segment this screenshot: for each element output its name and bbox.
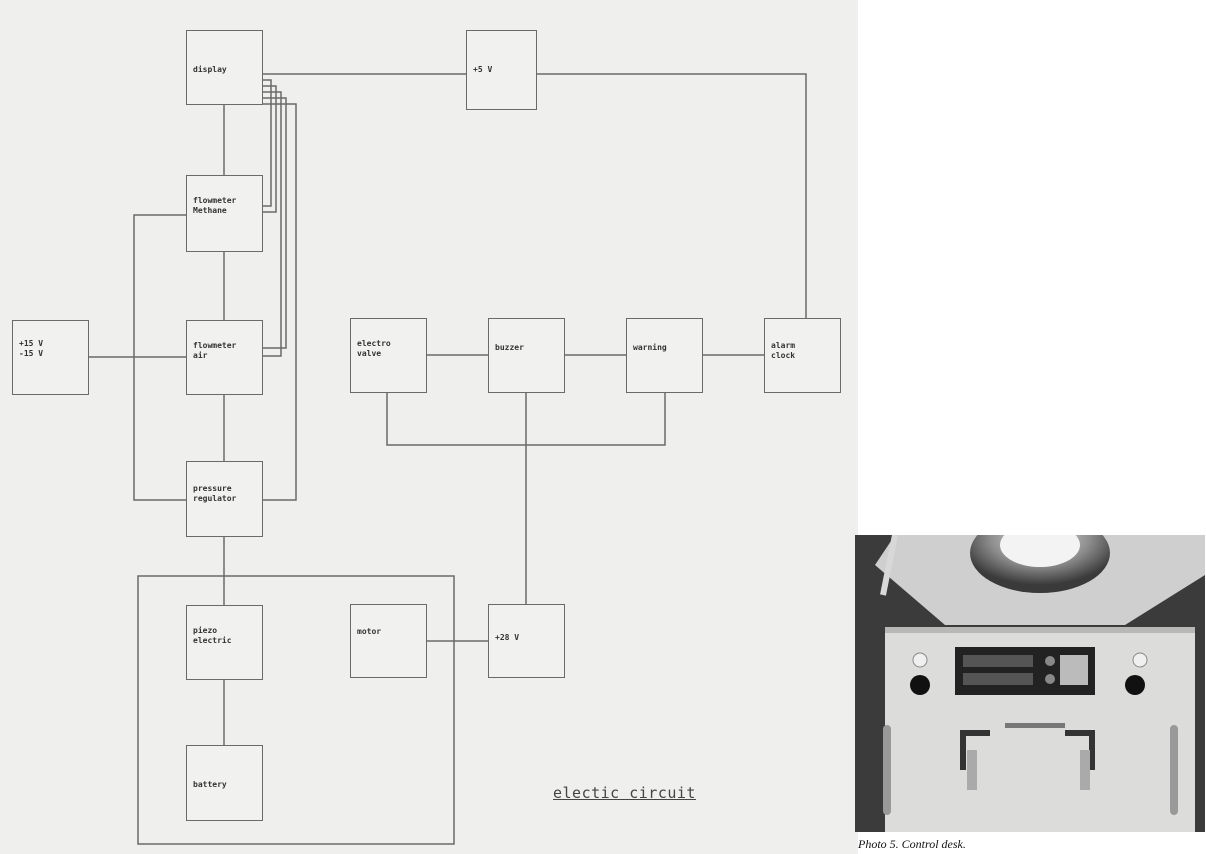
control-desk-photo [855, 535, 1205, 832]
block-battery: battery [186, 745, 263, 821]
wire-bundle-5 [262, 103, 297, 501]
block-label: +28 V [495, 633, 520, 642]
block-label: pressure regulator [193, 484, 237, 503]
block-label: warning [633, 343, 667, 352]
wire-5v-alarm [536, 73, 807, 318]
block-flowmeter-methane: flowmeter Methane [186, 175, 263, 252]
block-5v: +5 V [466, 30, 537, 110]
wire-bundle-4 [262, 79, 272, 207]
block-label: flowmeter Methane [193, 196, 237, 215]
block-electro-valve: electro valve [350, 318, 427, 393]
wire-bundle-1 [262, 85, 277, 213]
block-label: piezo electric [193, 626, 232, 645]
circuit-diagram-scan: display +5 V flowmeter Methane +15 V -15… [0, 0, 858, 854]
block-pressure-regulator: pressure regulator [186, 461, 263, 537]
enclosure [137, 575, 455, 845]
diagram-title: electic circuit [553, 784, 696, 802]
block-piezo-electric: piezo electric [186, 605, 263, 680]
block-label: motor [357, 627, 382, 636]
photo-caption: Photo 5. Control desk. [858, 837, 966, 851]
block-label: flowmeter air [193, 341, 237, 360]
circuit-wires [88, 73, 807, 845]
block-label: electro valve [357, 339, 391, 358]
block-supply-15v: +15 V -15 V [12, 320, 89, 395]
block-warning: warning [626, 318, 703, 393]
block-flowmeter-air: flowmeter air [186, 320, 263, 395]
block-label: buzzer [495, 343, 524, 352]
block-buzzer: buzzer [488, 318, 565, 393]
block-label: +15 V -15 V [19, 339, 44, 358]
block-label: display [193, 65, 227, 74]
block-display: display [186, 30, 263, 105]
block-label: battery [193, 780, 227, 789]
block-28v: +28 V [488, 604, 565, 678]
block-label: alarm clock [771, 341, 796, 360]
block-motor: motor [350, 604, 427, 678]
block-alarm-clock: alarm clock [764, 318, 841, 393]
wire-bundle-3 [262, 97, 287, 349]
block-label: +5 V [473, 65, 493, 74]
